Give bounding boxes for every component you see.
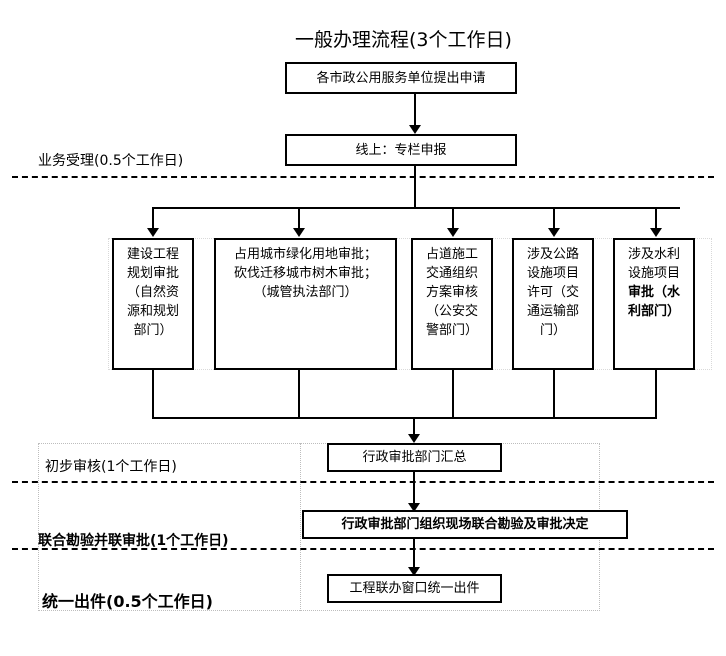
node-branch-planning-label: 建设工程 规划审批 （自然资 源和规划 部门）: [126, 247, 179, 338]
merge-leg-4: [553, 370, 555, 418]
split-leg-2: [298, 207, 300, 232]
node-summary[interactable]: 行政审批部门汇总: [327, 443, 502, 472]
node-issue[interactable]: 工程联办窗口统一出件: [327, 574, 502, 603]
node-online-label: 线上：专栏申报: [355, 142, 447, 158]
node-branch-water-label: 涉及水利 设施项目 审批（水 利部门）: [627, 247, 680, 319]
split-arrow-3: [447, 228, 459, 237]
connector-merge-to-summary: [413, 417, 415, 441]
node-summary-label: 行政审批部门汇总: [362, 450, 467, 465]
split-leg-3: [452, 207, 454, 232]
stage-label-unified-issuance: 统一出件(0.5个工作日): [42, 592, 213, 611]
connector-online-to-split: [414, 166, 416, 208]
connector-joint-to-issue: [413, 539, 415, 572]
merge-leg-2: [298, 370, 300, 418]
split-leg-4: [553, 207, 555, 232]
node-joint-decision-label: 行政审批部门组织现场联合勘验及审批决定: [341, 517, 589, 532]
merge-leg-3: [452, 370, 454, 418]
merge-leg-5: [655, 370, 657, 418]
node-apply-label: 各市政公用服务单位提出申请: [316, 70, 486, 86]
stage-label-joint-survey: 联合勘验并联审批(1个工作日): [38, 533, 229, 549]
node-branch-greening-label: 占用城市绿化用地审批； 砍伐迁移城市树木审批； （城管执法部门）: [233, 247, 377, 300]
merge-leg-1: [152, 370, 154, 418]
split-bar: [152, 207, 680, 209]
split-arrow-4: [548, 228, 560, 237]
arrowhead-joint-to-issue: [408, 567, 420, 576]
node-branch-highway-label: 涉及公路 设施项目 许可（交 通运输部 门）: [526, 247, 579, 338]
node-branch-greening[interactable]: 占用城市绿化用地审批； 砍伐迁移城市树木审批； （城管执法部门）: [214, 238, 397, 370]
connector-apply-to-online: [414, 94, 416, 130]
split-arrow-5: [650, 228, 662, 237]
merge-bar: [152, 417, 657, 419]
connector-summary-to-joint: [413, 472, 415, 508]
stage-divider-acceptance: [12, 176, 714, 178]
node-branch-planning[interactable]: 建设工程 规划审批 （自然资 源和规划 部门）: [112, 238, 194, 370]
node-branch-road-traffic-label: 占道施工 交通组织 方案审核 （公安交 警部门）: [425, 247, 478, 338]
lower-guide-divider: [300, 443, 301, 611]
node-issue-label: 工程联办窗口统一出件: [349, 581, 480, 596]
stage-divider-joint-survey: [12, 548, 714, 550]
split-arrow-1: [147, 228, 159, 237]
node-branch-road-traffic[interactable]: 占道施工 交通组织 方案审核 （公安交 警部门）: [411, 238, 493, 370]
node-joint-decision[interactable]: 行政审批部门组织现场联合勘验及审批决定: [302, 510, 628, 539]
split-leg-1: [152, 207, 154, 232]
page-title: 一般办理流程(3个工作日): [295, 29, 512, 51]
stage-divider-preliminary-review: [12, 481, 714, 483]
stage-label-acceptance: 业务受理(0.5个工作日): [38, 153, 184, 169]
split-arrow-2: [293, 228, 305, 237]
arrowhead-apply-to-online: [409, 125, 421, 134]
node-online[interactable]: 线上：专栏申报: [285, 134, 517, 166]
stage-label-preliminary-review: 初步审核(1个工作日): [45, 459, 177, 475]
node-apply[interactable]: 各市政公用服务单位提出申请: [285, 62, 517, 94]
node-branch-water[interactable]: 涉及水利 设施项目 审批（水 利部门）: [613, 238, 695, 370]
split-leg-5: [655, 207, 657, 232]
branch-guide-rect: [108, 238, 712, 370]
arrowhead-summary-to-joint: [408, 503, 420, 512]
node-branch-highway[interactable]: 涉及公路 设施项目 许可（交 通运输部 门）: [512, 238, 594, 370]
arrowhead-merge-to-summary: [408, 434, 420, 443]
